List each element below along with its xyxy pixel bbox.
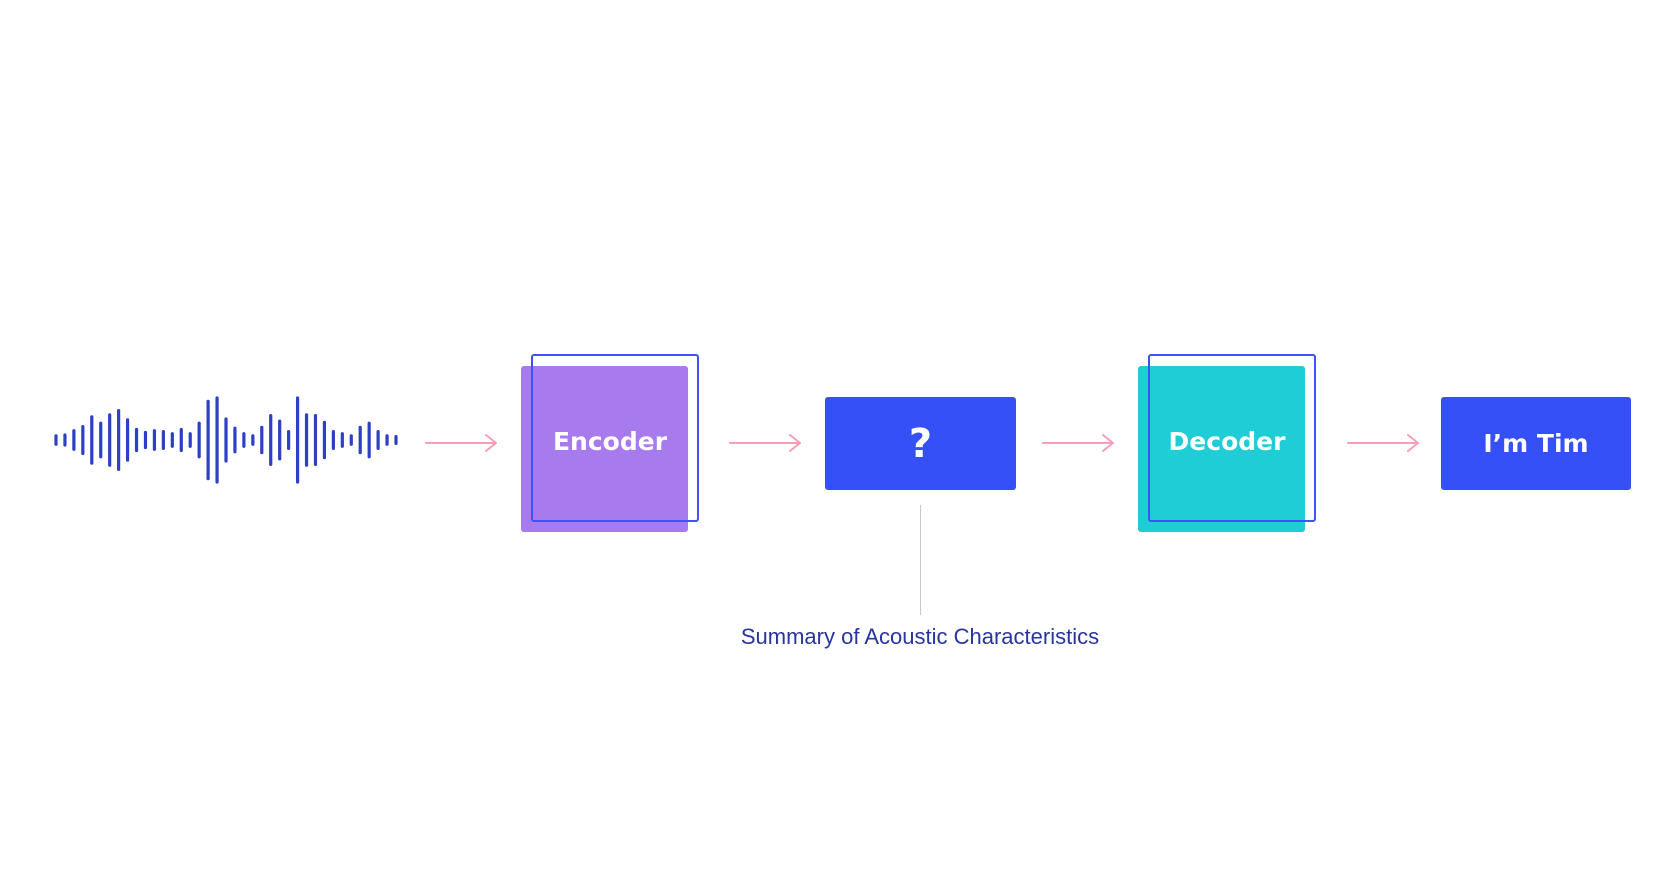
decoder-label: Decoder: [1168, 426, 1286, 456]
arrow-right-icon: [1042, 434, 1114, 452]
summary-block: [825, 397, 1016, 490]
encoder-outline-frame: [531, 354, 699, 522]
encoder-block: [521, 366, 688, 532]
output-label: I’m Tim: [1483, 429, 1589, 458]
summary-caption: Summary of Acoustic Characteristics: [740, 624, 1100, 649]
encoder-label: Encoder: [552, 426, 668, 456]
summary-connector-line: [920, 505, 921, 615]
output-block: [1441, 397, 1631, 490]
decoder-outline-frame: [1148, 354, 1316, 522]
arrow-right-icon: [1347, 434, 1419, 452]
sound-wave-icon: [54, 396, 398, 484]
decoder-block: [1138, 366, 1305, 532]
arrow-right-icon: [425, 434, 497, 452]
summary-label: ?: [908, 420, 933, 467]
arrow-right-icon: [729, 434, 801, 452]
